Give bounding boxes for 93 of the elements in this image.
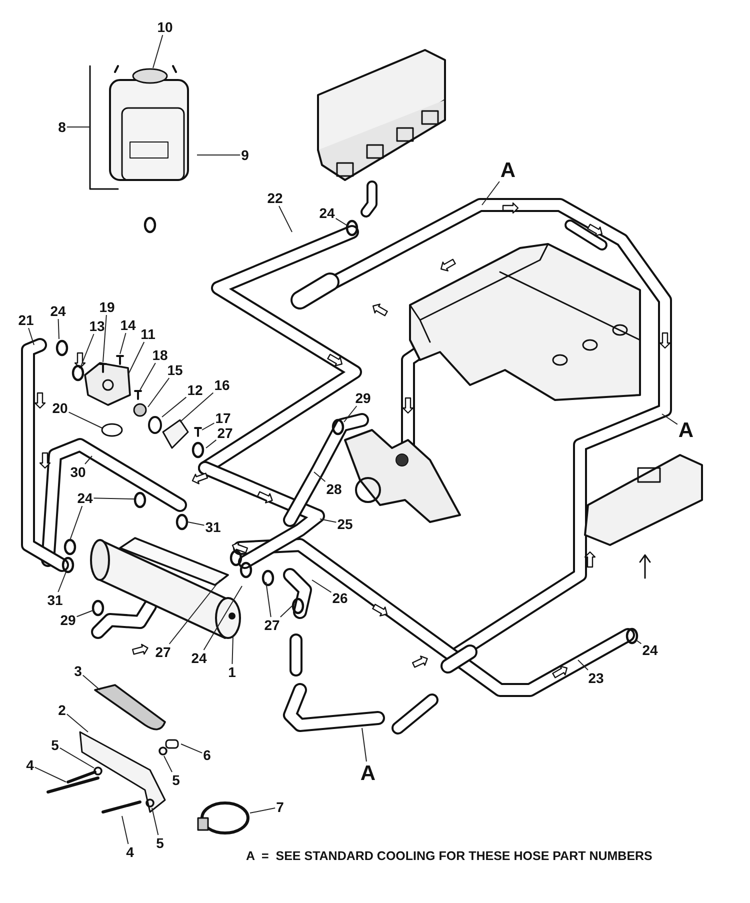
callout-number: 16 — [213, 377, 231, 393]
callout-number: 8 — [57, 119, 67, 135]
callout-number: 1 — [227, 664, 237, 680]
leader-line — [66, 126, 90, 128]
leader-line — [59, 747, 94, 768]
callout-number: 15 — [166, 362, 184, 378]
callout-number: 4 — [25, 757, 35, 773]
callout-number: 12 — [186, 382, 204, 398]
callout-number: 3 — [73, 663, 83, 679]
callout-number: 4 — [125, 844, 135, 860]
leader-line — [202, 422, 215, 430]
callout-number: 24 — [641, 642, 659, 658]
leader-line — [128, 342, 145, 376]
leader-line — [250, 807, 276, 814]
callout-number: 28 — [325, 481, 343, 497]
callout-number: 7 — [275, 799, 285, 815]
leader-line — [344, 406, 358, 422]
leader-line — [70, 506, 83, 540]
leader-line — [120, 332, 126, 354]
leader-line — [636, 640, 642, 644]
callout-number: 18 — [151, 347, 169, 363]
callout-number: 27 — [216, 425, 234, 441]
callout-number: 24 — [190, 650, 208, 666]
callout-number: 26 — [331, 590, 349, 606]
leader-line — [180, 392, 214, 422]
callout-number: 24 — [49, 303, 67, 319]
leader-line — [335, 218, 348, 226]
reference-letter: A — [499, 158, 517, 182]
leader-line — [58, 572, 66, 592]
callout-number: 24 — [318, 205, 336, 221]
leader-line — [68, 412, 102, 428]
leader-line — [196, 154, 241, 156]
callout-number: 9 — [240, 147, 250, 163]
callout-number: 2 — [57, 702, 67, 718]
callout-number: 31 — [46, 592, 64, 608]
callout-number: 20 — [51, 400, 69, 416]
leader-line — [188, 522, 205, 526]
leader-line — [278, 206, 292, 232]
leader-line — [140, 362, 156, 390]
leader-line — [312, 580, 332, 593]
callout-number: 10 — [156, 19, 174, 35]
callout-number: 27 — [263, 617, 281, 633]
callout-number: 6 — [202, 747, 212, 763]
callout-number: 13 — [88, 318, 106, 334]
leader-line — [320, 518, 337, 523]
callout-number: 21 — [17, 312, 35, 328]
leader-line — [578, 660, 588, 670]
leader-line — [82, 674, 100, 690]
leader-line — [122, 816, 129, 844]
callout-number: 27 — [154, 644, 172, 660]
leader-line — [162, 396, 187, 418]
callout-number: 14 — [119, 317, 137, 333]
callout-number: 29 — [354, 390, 372, 406]
leader-line — [102, 314, 107, 362]
reference-letter: A — [677, 418, 695, 442]
callout-number: 30 — [69, 464, 87, 480]
leader-line — [280, 606, 292, 618]
leader-line — [148, 378, 170, 408]
leader-line — [314, 472, 326, 482]
leader-line — [206, 439, 217, 448]
callout-number: 19 — [98, 299, 116, 315]
leader-line — [232, 636, 234, 664]
callout-number: 23 — [587, 670, 605, 686]
reference-letter: A — [359, 762, 377, 784]
callout-number: 22 — [266, 190, 284, 206]
callout-number: 5 — [155, 835, 165, 851]
callout-number: 24 — [76, 490, 94, 506]
callout-number: 31 — [204, 519, 222, 535]
callout-number: 25 — [336, 516, 354, 532]
leader-line — [76, 610, 94, 618]
leader-line — [482, 181, 500, 206]
leader-line — [28, 328, 34, 346]
leader-line — [168, 580, 220, 644]
leader-line — [84, 456, 92, 464]
leader-line — [93, 498, 134, 500]
leader-line — [662, 414, 678, 425]
leader-line — [180, 744, 203, 754]
leader-line — [152, 34, 164, 68]
leader-line — [362, 728, 367, 762]
leader-line — [164, 756, 172, 772]
callout-number: 5 — [50, 737, 60, 753]
leader-line — [152, 808, 159, 836]
note-text: A = SEE STANDARD COOLING FOR THESE HOSE PART NUMBERS — [246, 849, 652, 863]
callout-number: 11 — [140, 326, 156, 342]
leader-line — [203, 586, 242, 650]
callout-number: 17 — [214, 410, 232, 426]
leader-line — [66, 714, 88, 732]
leader-line — [80, 334, 94, 366]
callout-number: 5 — [171, 772, 181, 788]
callout-number: 29 — [59, 612, 77, 628]
leader-line — [266, 582, 272, 618]
leader-line — [34, 766, 66, 782]
leader-line — [58, 318, 60, 340]
